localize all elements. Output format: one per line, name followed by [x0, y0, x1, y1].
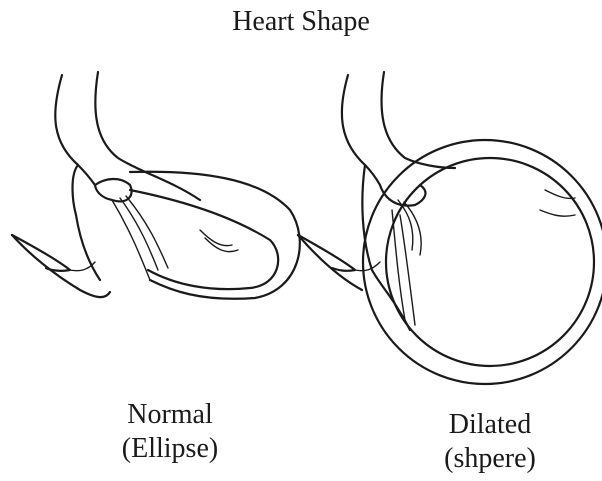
normal-heart-illustration [12, 72, 300, 299]
dilated-label-line2: (shpere) [395, 442, 585, 476]
normal-heart-label: Normal (Ellipse) [80, 398, 260, 466]
heart-illustrations [0, 0, 602, 400]
dilated-heart-label: Dilated (shpere) [395, 408, 585, 476]
dilated-label-line1: Dilated [395, 408, 585, 442]
normal-label-line1: Normal [80, 398, 260, 432]
dilated-heart-illustration [298, 72, 602, 384]
normal-label-line2: (Ellipse) [80, 432, 260, 466]
